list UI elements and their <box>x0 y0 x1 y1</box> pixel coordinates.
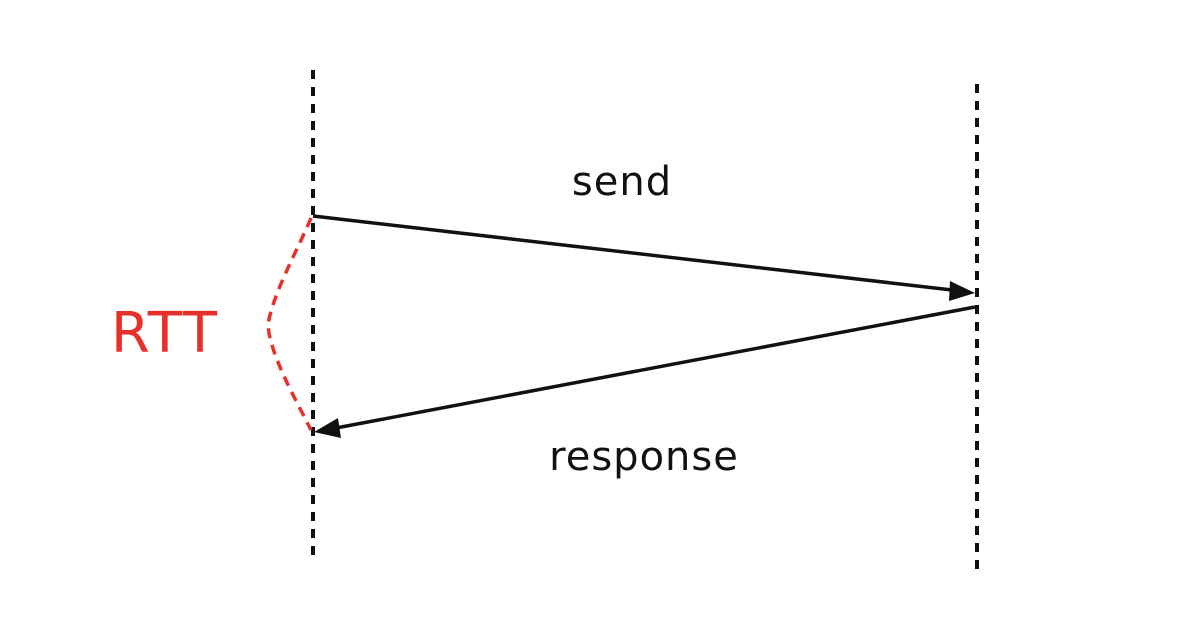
send-label: send <box>572 159 672 205</box>
response-arrowhead <box>314 418 341 438</box>
send-arrow <box>312 214 953 292</box>
rtt-bracket <box>266 217 313 431</box>
rtt-label: RTT <box>111 301 219 366</box>
send-arrowhead <box>949 281 975 301</box>
response-arrow <box>335 305 976 430</box>
response-label: response <box>549 434 739 480</box>
